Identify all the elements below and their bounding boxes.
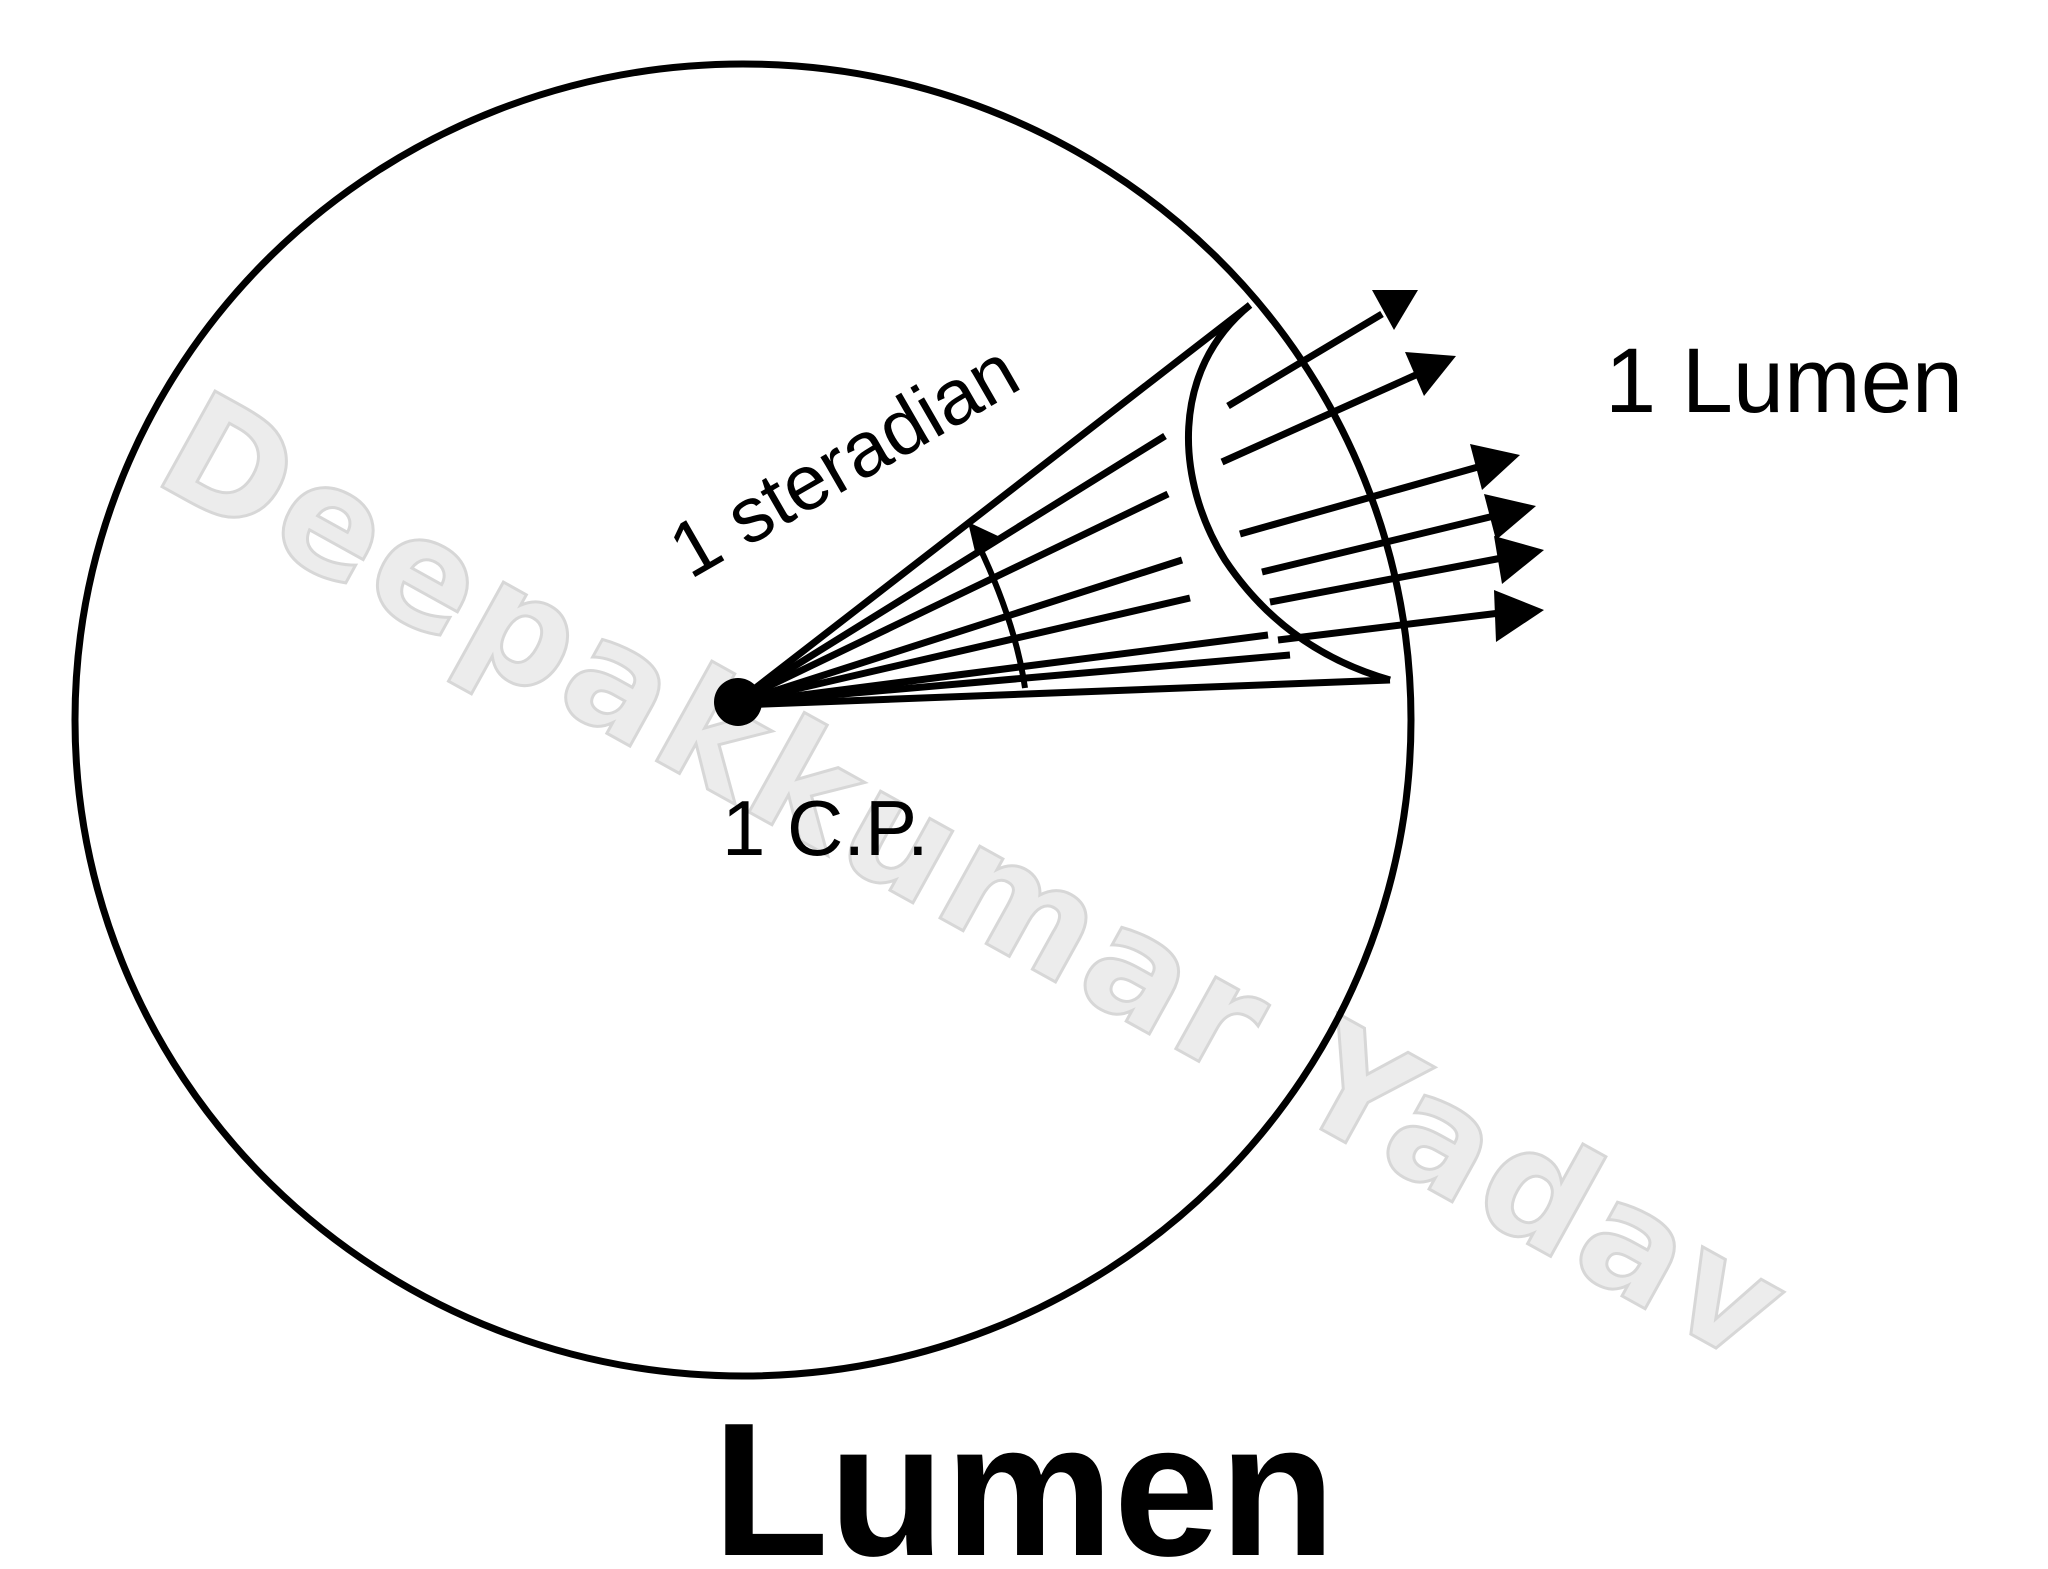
- flux-arrows: [1220, 290, 1544, 644]
- flux-label: 1 Lumen: [1605, 330, 1963, 432]
- cone-rays: [738, 433, 1291, 707]
- cone-lower-edge: [739, 676, 1391, 709]
- sphere-outline: [71, 60, 1415, 1380]
- point-source: [714, 678, 762, 726]
- spherical-cap-outline: [1185, 302, 1391, 684]
- diagram-title: Lumen: [713, 1384, 1336, 1569]
- solid-angle-arrowhead: [968, 522, 998, 556]
- source-label: 1 C.P.: [722, 784, 929, 872]
- solid-angle-arc: [975, 542, 1028, 689]
- cone-upper-edge: [737, 302, 1253, 703]
